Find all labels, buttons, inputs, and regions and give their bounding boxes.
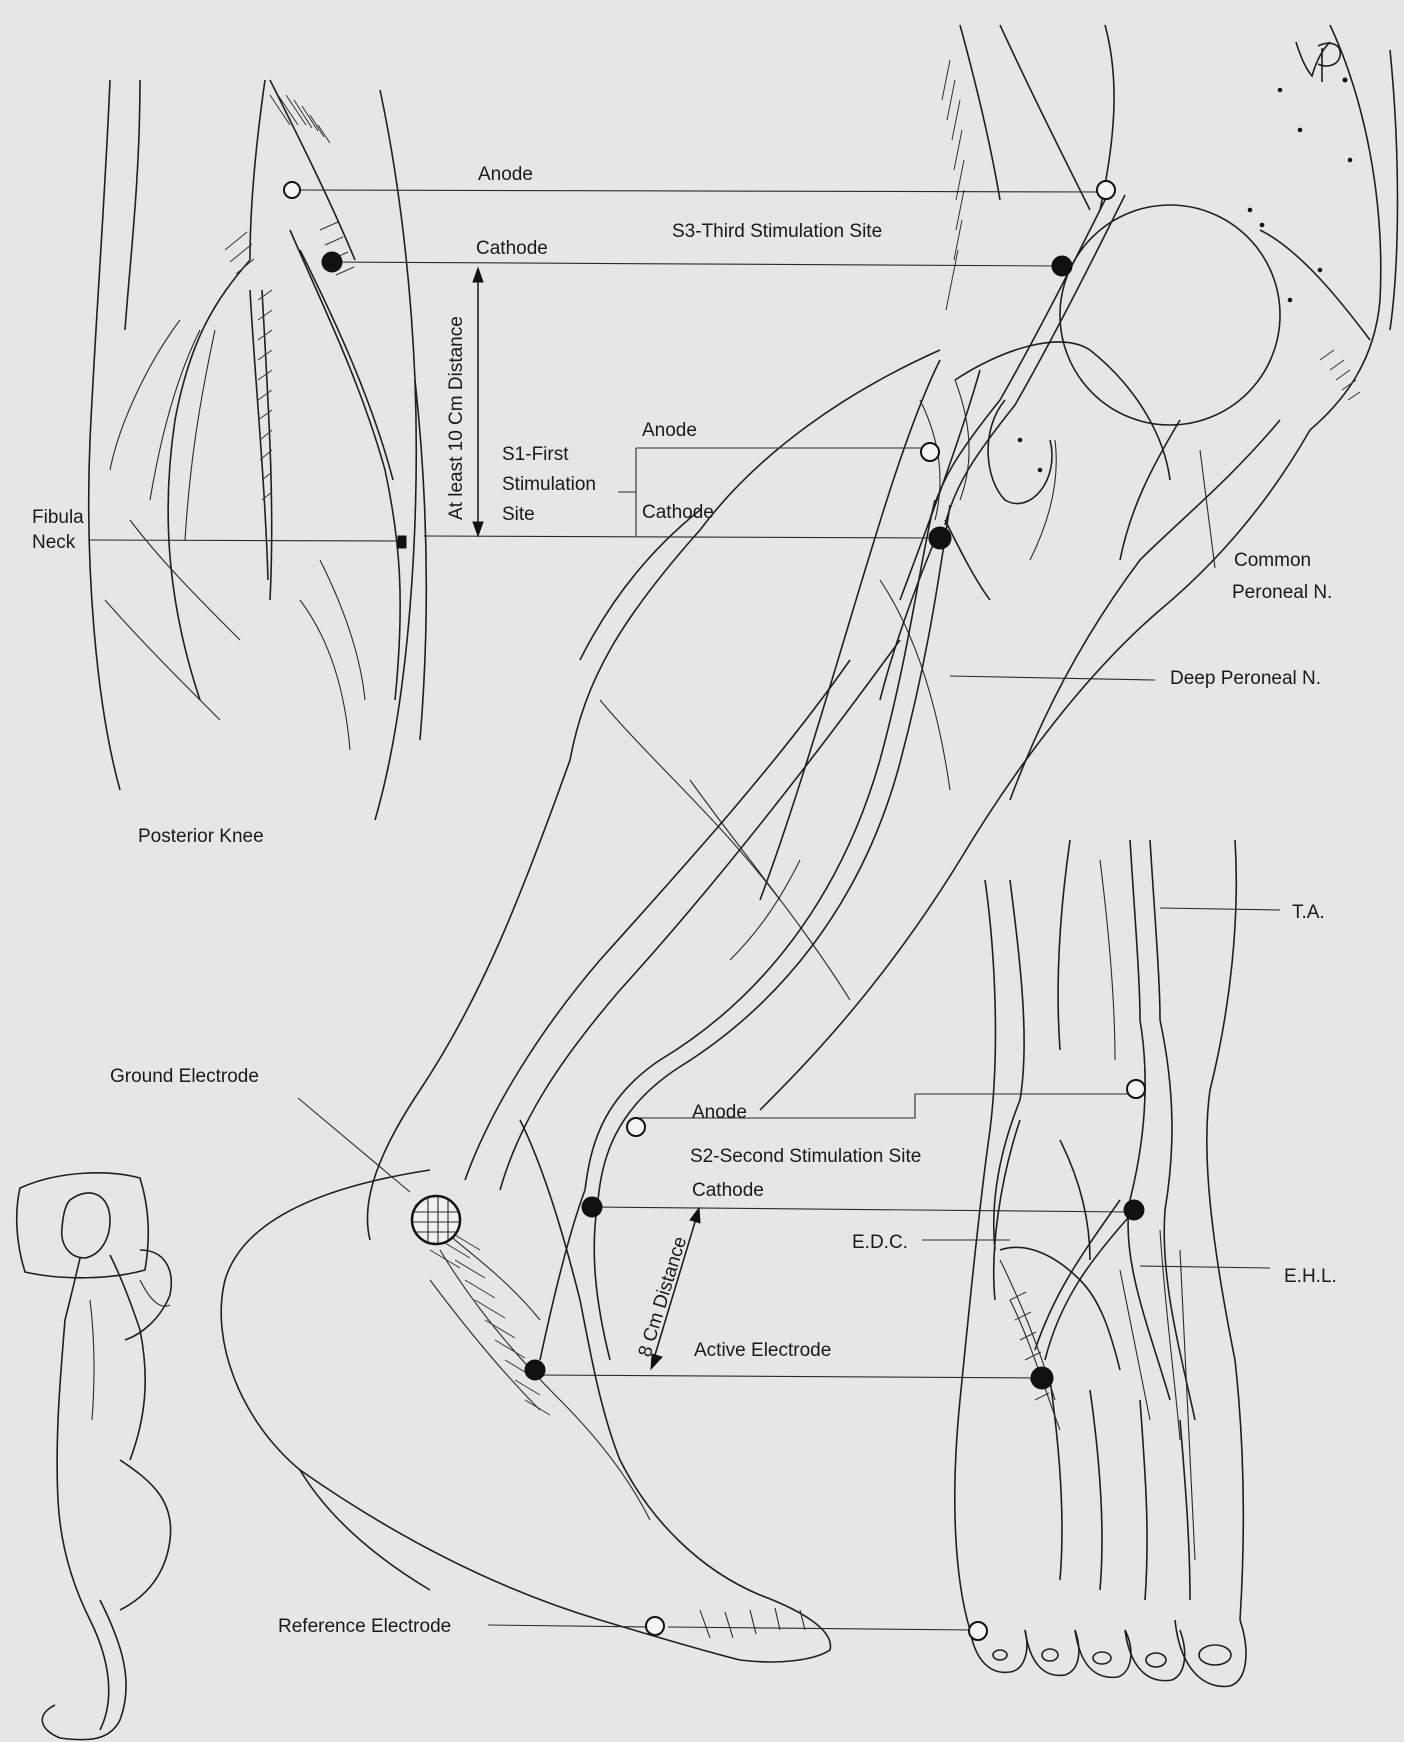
- patient-side-lying-figure: [17, 1173, 172, 1740]
- label-s1-line3: Site: [502, 504, 535, 525]
- knee-texture-dots: [1018, 88, 1352, 472]
- label-ta: T.A.: [1292, 902, 1325, 923]
- s1-cathode-marker: [929, 527, 951, 549]
- label-s2-site: S2-Second Stimulation Site: [690, 1146, 921, 1167]
- label-s1-line1: S1-First: [502, 444, 569, 465]
- label-anode-s3: Anode: [478, 164, 533, 185]
- foot-cathode-marker: [1124, 1200, 1144, 1220]
- fibula-neck-marker: [398, 536, 406, 548]
- label-s3-site: S3-Third Stimulation Site: [672, 221, 882, 242]
- label-cathode-s2: Cathode: [692, 1180, 764, 1201]
- s3-anode-marker: [1097, 181, 1115, 199]
- label-cathode-s3: Cathode: [476, 238, 548, 259]
- label-deep-peroneal: Deep Peroneal N.: [1170, 668, 1321, 689]
- label-common-line1: Common: [1234, 550, 1311, 571]
- label-s1-line2: Stimulation: [502, 474, 596, 495]
- label-ground-electrode: Ground Electrode: [110, 1066, 259, 1087]
- label-anode-s2: Anode: [692, 1102, 747, 1123]
- posterior-knee-drawing: [89, 80, 427, 820]
- label-anode-s1: Anode: [642, 420, 697, 441]
- label-edc: E.D.C.: [852, 1232, 908, 1253]
- active-electrode-marker: [525, 1360, 545, 1380]
- peroneal-nerve-path: [540, 190, 1125, 1360]
- label-common-line2: Peroneal N.: [1232, 582, 1332, 603]
- label-ehl: E.H.L.: [1284, 1266, 1337, 1287]
- label-distance-10cm: At least 10 Cm Distance: [446, 316, 467, 520]
- label-posterior-knee: Posterior Knee: [138, 826, 264, 847]
- anterior-ankle-foot-drawing: [955, 840, 1246, 1686]
- reference-electrode-marker: [646, 1617, 664, 1635]
- electrodes: [284, 181, 1145, 1640]
- s3-cathode-marker: [1052, 256, 1072, 276]
- foot-reference-electrode-marker: [969, 1622, 987, 1640]
- ground-electrode-marker: [412, 1196, 460, 1244]
- label-fibula-line2: Neck: [32, 532, 76, 553]
- label-active-electrode: Active Electrode: [694, 1340, 831, 1361]
- foot-anode-marker: [1127, 1080, 1145, 1098]
- s2-anode-marker: [627, 1118, 645, 1136]
- label-reference-electrode: Reference Electrode: [278, 1616, 451, 1637]
- s2-cathode-marker: [582, 1197, 602, 1217]
- label-fibula-line1: Fibula: [32, 507, 84, 528]
- posterior-cathode-marker: [322, 252, 342, 272]
- label-distance-8cm: 8 Cm Distance: [635, 1234, 692, 1359]
- tibia-outline: [465, 640, 900, 1190]
- artist-signature-vp: [1296, 42, 1347, 82]
- foot-active-electrode-marker: [1031, 1367, 1053, 1389]
- s1-anode-marker: [921, 443, 939, 461]
- label-cathode-s1: Cathode: [642, 502, 714, 523]
- posterior-anode-marker: [284, 182, 300, 198]
- leg-lateral-view-drawing: [221, 25, 1397, 1662]
